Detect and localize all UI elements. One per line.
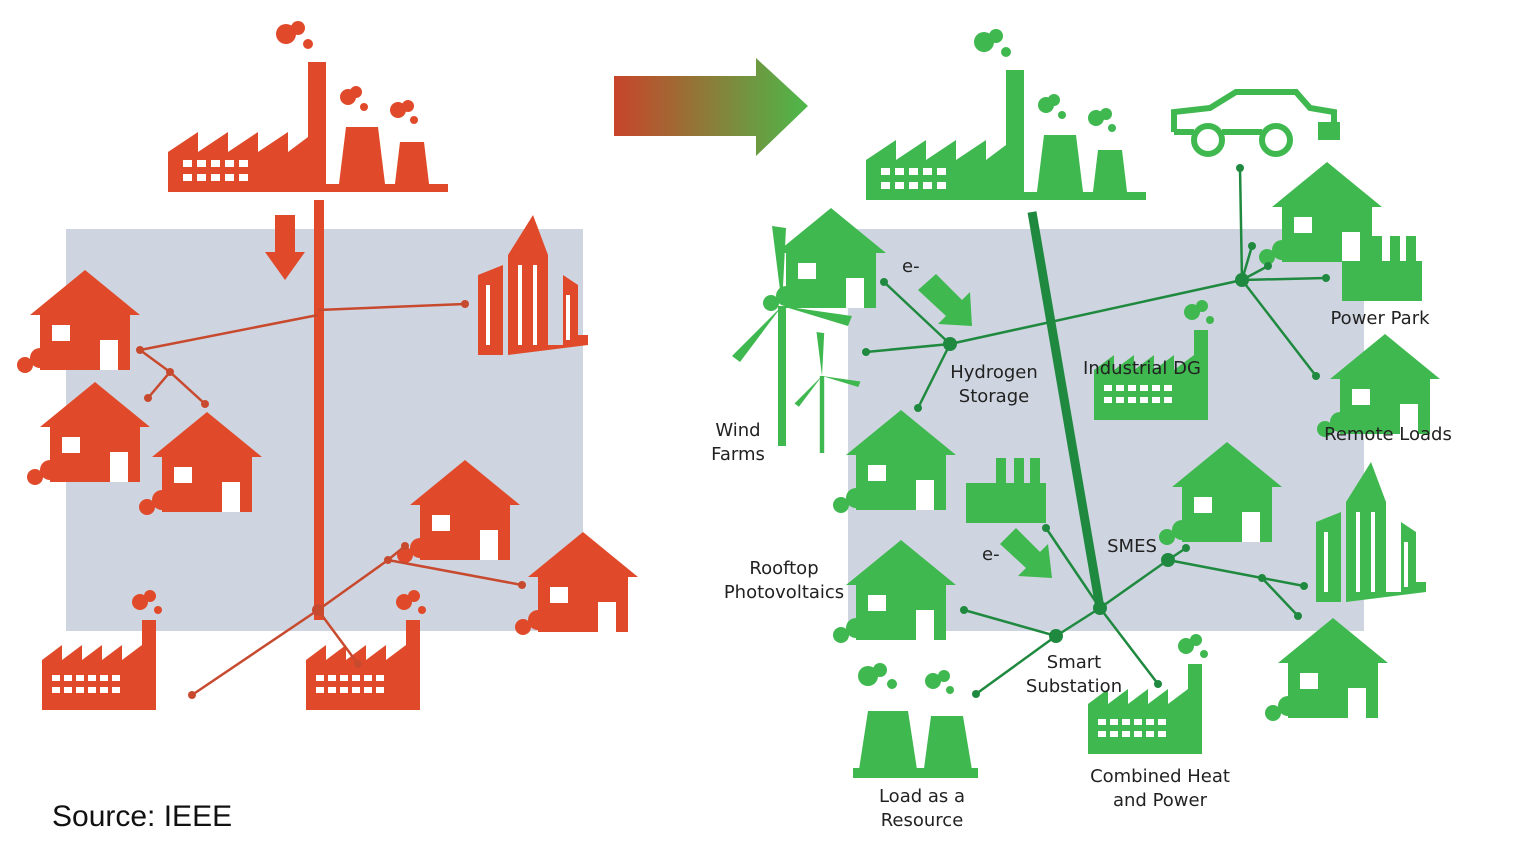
load-as-resource-icon	[853, 663, 978, 778]
hydrogen-storage-label: Storage	[959, 386, 1029, 407]
power-park-label: Power Park	[1330, 308, 1430, 329]
electron-arrow-icon	[1000, 528, 1052, 578]
electron-arrow-icon	[918, 274, 972, 326]
smart-substation-label: Smart	[1047, 652, 1101, 673]
smart-grid: e- e- Hydrogen Storage Industrial DG Pow…	[711, 29, 1452, 831]
legacy-grid-panel	[66, 229, 583, 631]
source-caption: Source: IEEE	[52, 800, 232, 833]
smes-label: SMES	[1107, 536, 1157, 557]
legacy-grid	[17, 21, 638, 710]
industrial-dg-label: Industrial DG	[1083, 358, 1201, 379]
legacy-power-plant-icon	[168, 21, 448, 192]
electric-car-icon	[1171, 89, 1337, 157]
wind-farms-label: Farms	[711, 444, 765, 465]
electron-label: e-	[982, 544, 1000, 565]
wind-farms-label: Wind	[715, 420, 760, 441]
smart-substation-label: Substation	[1026, 676, 1122, 697]
rooftop-pv-label: Rooftop	[749, 558, 818, 579]
smart-power-plant-icon	[866, 29, 1146, 200]
transition-arrow-icon	[614, 58, 808, 156]
smart-main-line	[1027, 211, 1105, 609]
remote-loads-label: Remote Loads	[1324, 424, 1452, 445]
electron-label: e-	[902, 256, 920, 277]
rooftop-pv-label: Photovoltaics	[724, 582, 844, 603]
chp-label: Combined Heat	[1090, 766, 1230, 787]
smart-house-icon	[1259, 162, 1382, 265]
load-as-resource-label: Load as a	[879, 786, 965, 807]
smart-house-icon	[1265, 618, 1388, 721]
hydrogen-storage-label: Hydrogen	[950, 362, 1038, 383]
load-as-resource-label: Resource	[881, 810, 964, 831]
legacy-main-line	[314, 200, 324, 620]
legacy-down-arrow-icon	[265, 215, 305, 280]
chp-label: and Power	[1113, 790, 1208, 811]
